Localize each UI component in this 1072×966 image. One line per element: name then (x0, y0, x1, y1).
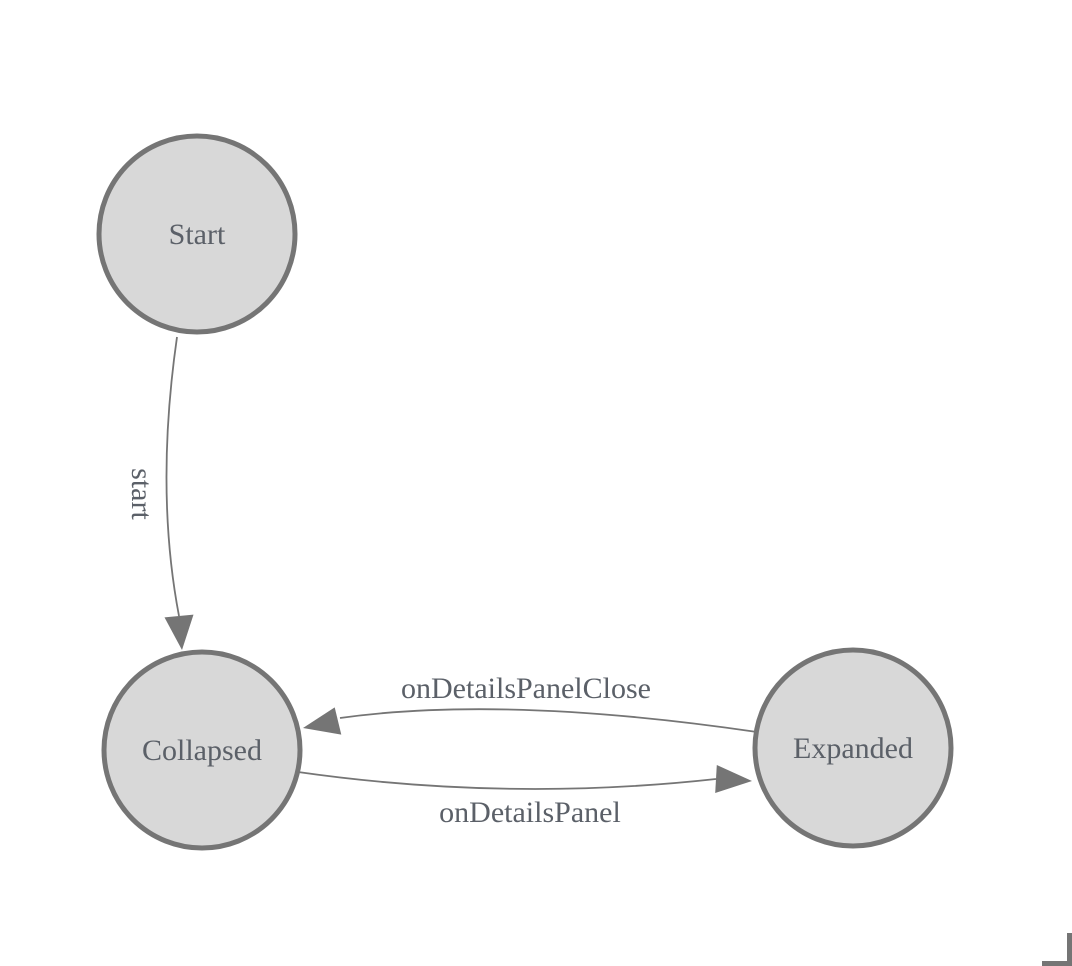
state-node-expanded[interactable]: Expanded (752, 647, 954, 849)
state-node-start-label: Start (169, 218, 226, 251)
edge-start-to-collapsed: start (125, 336, 194, 650)
arrowhead-into-expanded (715, 765, 752, 793)
edge-label-ondetailspanelclose: onDetailsPanelClose (401, 672, 651, 705)
edge-label-ondetailspanel: onDetailsPanel (439, 796, 621, 829)
arrowhead-into-collapsed-top (164, 614, 194, 650)
edge-line-start (165, 336, 180, 617)
state-node-expanded-circle[interactable] (752, 647, 954, 849)
state-node-expanded-label: Expanded (793, 732, 913, 765)
state-node-collapsed-circle[interactable] (101, 649, 303, 851)
canvas-corner-mark (1042, 933, 1072, 966)
edge-line-ondetailspanelclose (339, 708, 758, 733)
arrowhead-into-collapsed-right (303, 707, 342, 735)
edge-expanded-to-collapsed: onDetailsPanelClose (303, 672, 758, 735)
edge-line-ondetailspanel (297, 771, 717, 790)
corner-mark-horizontal-bar (1042, 961, 1072, 966)
state-node-start-circle[interactable] (96, 133, 298, 335)
state-node-start[interactable]: Start (96, 133, 298, 335)
state-node-collapsed[interactable]: Collapsed (101, 649, 303, 851)
edge-collapsed-to-expanded: onDetailsPanel (297, 765, 752, 829)
state-node-collapsed-label: Collapsed (142, 734, 262, 767)
edge-label-start: start (125, 468, 158, 520)
corner-mark-vertical-bar (1067, 933, 1072, 966)
